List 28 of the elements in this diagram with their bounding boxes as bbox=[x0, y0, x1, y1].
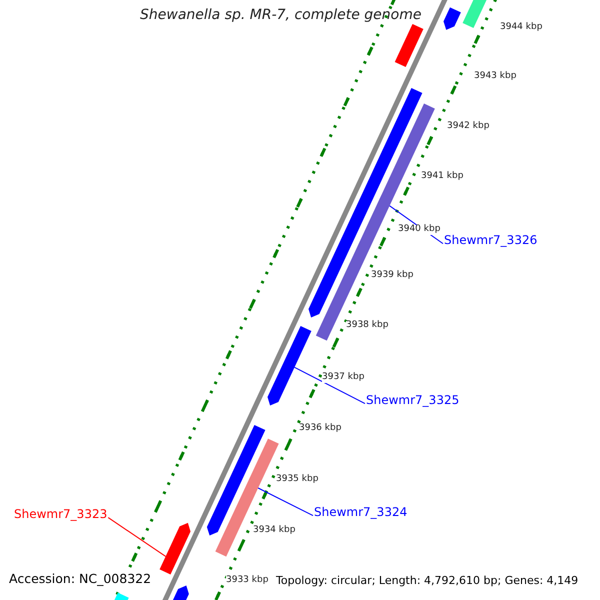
gene-label: Shewmr7_3323 bbox=[14, 508, 108, 522]
position-label: 3940 kbp bbox=[398, 225, 440, 235]
position-label: 3944 kbp bbox=[500, 23, 542, 33]
leader-line bbox=[258, 488, 314, 516]
position-label: 3935 kbp bbox=[276, 475, 318, 485]
position-label: 3934 kbp bbox=[253, 526, 296, 536]
gene-bar bbox=[308, 88, 422, 318]
gene-label: Shewmr7_3324 bbox=[314, 506, 408, 520]
gene-bar bbox=[268, 326, 312, 406]
position-label: 3936 kbp bbox=[299, 424, 342, 434]
info-text: Topology: circular; Length: 4,792,610 bp; Genes: 4,149 bbox=[276, 575, 578, 588]
leader-line bbox=[108, 517, 166, 557]
position-label: 3938 kbp bbox=[346, 321, 388, 331]
position-label: 3933 kbp bbox=[226, 576, 268, 586]
position-label: 3937 kbp bbox=[322, 373, 364, 383]
position-label: 3939 kbp bbox=[371, 271, 414, 281]
gene-bar bbox=[160, 522, 190, 574]
info-text: Accession: NC_008322 bbox=[9, 572, 152, 586]
gene-label: Shewmr7_3325 bbox=[366, 394, 460, 408]
position-label: 3941 kbp bbox=[421, 172, 464, 182]
position-label: 3942 kbp bbox=[447, 122, 490, 132]
title: Shewanella sp. MR-7, complete genome bbox=[140, 8, 422, 24]
gene-bar bbox=[394, 24, 424, 67]
gene-bar bbox=[444, 7, 461, 30]
gene-label: Shewmr7_3326 bbox=[444, 234, 538, 248]
gene-bar bbox=[462, 0, 488, 28]
position-label: 3943 kbp bbox=[474, 72, 516, 82]
leader-line bbox=[294, 366, 366, 404]
